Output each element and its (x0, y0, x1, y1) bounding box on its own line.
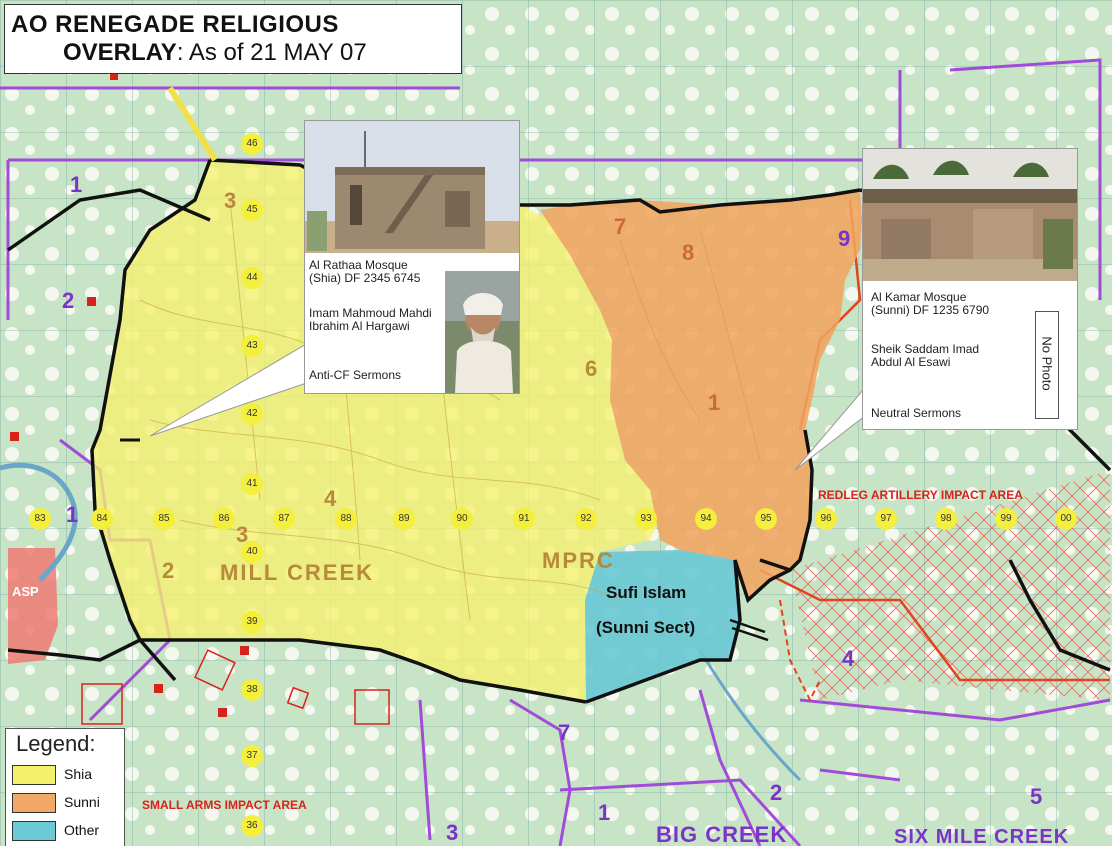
mill-creek-label: MILL CREEK (220, 560, 375, 585)
restricted-area-red (779, 599, 821, 703)
sunni-region (540, 190, 862, 600)
title-date: : As of 21 MAY 07 (176, 39, 367, 66)
zone-number: 4 (842, 646, 855, 671)
grid-number-marker: 38 (241, 679, 263, 701)
zone-number: 1 (66, 502, 79, 527)
grid-number-marker: 98 (935, 508, 957, 530)
grid-number-marker: 97 (875, 508, 897, 530)
zone-number: 3 (224, 188, 237, 213)
no-photo-label: No Photo (1039, 336, 1055, 391)
no-photo-box: No Photo (1035, 311, 1059, 419)
grid-number-marker: 36 (241, 815, 263, 837)
grid-number-marker: 86 (213, 508, 235, 530)
grid-number-marker: 41 (241, 473, 263, 495)
zone-number: 3 (446, 820, 459, 845)
grid-number-marker: 00 (1055, 508, 1077, 530)
grid-number-marker: 92 (575, 508, 597, 530)
zone-number: 1 (70, 172, 83, 197)
small-arms-impact-label: SMALL ARMS IMPACT AREA (142, 798, 307, 812)
redleg-impact-label: REDLEG ARTILLERY IMPACT AREA (818, 488, 1023, 502)
red-outline-markers (81, 649, 390, 725)
sunni-mosque-name: Al Kamar Mosque (Sunni) DF 1235 6790 (871, 290, 990, 317)
sunni-sermons: Neutral Sermons (871, 406, 962, 420)
sunni-sect-label: (Sunni Sect) (596, 618, 696, 637)
zone-number: 4 (324, 486, 337, 511)
grid-number-marker: 40 (241, 541, 263, 563)
grid-number-marker: 44 (241, 267, 263, 289)
legend-label-sunni: Sunni (64, 794, 100, 810)
legend-swatch-sunni (12, 793, 56, 813)
zone-number: 6 (585, 356, 598, 381)
grid-number-marker: 99 (995, 508, 1017, 530)
zone-number: 5 (1030, 784, 1043, 809)
sunni-sheik-name: Sheik Saddam Imad Abdul Al Esawi (871, 342, 980, 369)
zone-number: 1 (708, 390, 721, 415)
legend-title: Legend: (16, 731, 96, 756)
title-line1: AO RENEGADE RELIGIOUS (11, 11, 339, 38)
grid-number-marker: 95 (755, 508, 777, 530)
river-south (698, 649, 802, 782)
grid-number-marker: 93 (635, 508, 657, 530)
zone-number: 8 (682, 240, 695, 265)
zone-number: 2 (770, 780, 783, 805)
other-region (585, 550, 740, 702)
six-mile-creek-label: SIX MILE CREEK (894, 826, 1070, 846)
legend-swatch-shia (12, 765, 56, 785)
sufi-islam-label: Sufi Islam (606, 583, 687, 602)
zone-number: 7 (558, 720, 571, 745)
shia-sermons: Anti-CF Sermons (309, 368, 402, 382)
zone-number: 1 (598, 800, 611, 825)
asp-label: ASP (12, 584, 39, 599)
zone-number: 2 (162, 558, 175, 583)
shia-mosque-name: Al Rathaa Mosque (Shia) DF 2345 6745 (309, 258, 421, 285)
zone-number: 3 (236, 522, 249, 547)
imam-photo (445, 271, 519, 393)
sunni-mosque-photo (863, 149, 1077, 281)
grid-number-marker: 46 (241, 133, 263, 155)
yellow-route (167, 86, 218, 162)
grid-number-marker: 42 (241, 403, 263, 425)
grid-number-marker: 88 (335, 508, 357, 530)
grid-number-marker: 90 (451, 508, 473, 530)
grid-number-marker: 83 (29, 508, 51, 530)
title-overlay-word: OVERLAY (63, 39, 177, 66)
sufi-marker-ticks (729, 618, 769, 642)
grid-number-marker: 39 (241, 611, 263, 633)
zone-number: 9 (838, 226, 851, 251)
ao-boundary-link (759, 558, 791, 572)
sunni-mosque-callout: Al Kamar Mosque (Sunni) DF 1235 6790 She… (862, 148, 1078, 430)
red-markers (10, 72, 249, 717)
zone-number: 7 (614, 214, 627, 239)
grid-number-marker: 87 (273, 508, 295, 530)
title-box: AO RENEGADE RELIGIOUS OVERLAY: As of 21 … (4, 4, 462, 74)
impact-area-hatch (790, 470, 1110, 700)
legend-label-shia: Shia (64, 766, 93, 782)
legend-label-other: Other (64, 822, 100, 838)
grid-number-marker: 37 (241, 745, 263, 767)
shia-imam-name: Imam Mahmoud Mahdi Ibrahim Al Hargawi (309, 306, 432, 333)
title-line2: OVERLAY: As of 21 MAY 07 (63, 39, 367, 66)
grid-number-marker: 94 (695, 508, 717, 530)
grid-number-marker: 45 (241, 199, 263, 221)
shia-mosque-callout: Al Rathaa Mosque (Shia) DF 2345 6745 Ima… (304, 120, 520, 394)
big-creek-label: BIG CREEK (656, 822, 788, 846)
legend: Legend: Shia Sunni Other (5, 728, 125, 846)
zone-number: 2 (62, 288, 75, 313)
mprc-label: MPRC (542, 548, 615, 573)
legend-swatch-other (12, 821, 56, 841)
river (0, 462, 78, 582)
grid-number-marker: 91 (513, 508, 535, 530)
shia-mosque-photo (305, 121, 519, 253)
grid-number-marker: 85 (153, 508, 175, 530)
grid-number-marker: 96 (815, 508, 837, 530)
grid-number-marker: 84 (91, 508, 113, 530)
grid-number-marker: 89 (393, 508, 415, 530)
grid-number-marker: 43 (241, 335, 263, 357)
